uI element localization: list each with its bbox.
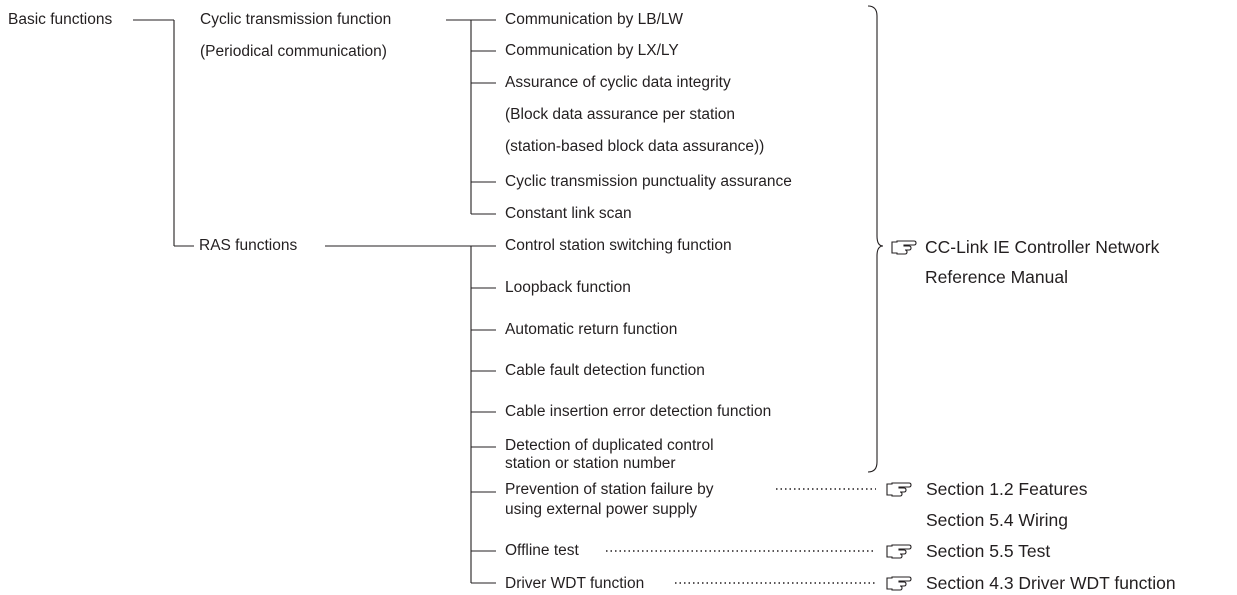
tree-node: Assurance of cyclic data integrity <box>505 74 731 91</box>
tree-node: Control station switching function <box>505 237 732 254</box>
root-label: Basic functions <box>8 11 113 28</box>
tree-node-continuation: station or station number <box>505 455 676 472</box>
tree-node: Automatic return function <box>505 321 678 338</box>
pointing-hand-icon <box>891 240 917 255</box>
reference-features-link[interactable]: Section 1.2 Features <box>926 479 1088 499</box>
cyclic-sublabel: (Periodical communication) <box>200 43 387 60</box>
reference-wiring-link[interactable]: Section 5.4 Wiring <box>926 510 1069 530</box>
tree-node: Cable insertion error detection function <box>505 403 772 420</box>
tree-node: Driver WDT function <box>505 575 645 592</box>
tree-node: Communication by LX/LY <box>505 42 679 59</box>
tree-node-note: (Block data assurance per station <box>505 106 736 123</box>
reference-manual-link-line2[interactable]: Reference Manual <box>925 267 1068 287</box>
pointing-hand-icon <box>886 576 912 591</box>
tree-node-note: (station-based block data assurance)) <box>505 138 765 155</box>
tree-node: Cable fault detection function <box>505 362 705 379</box>
tree-node: Prevention of station failure by <box>505 481 714 498</box>
reference-brace <box>867 5 884 473</box>
ras-label: RAS functions <box>199 237 298 254</box>
tree-node-continuation: using external power supply <box>505 501 698 518</box>
tree-node: Communication by LB/LW <box>505 11 684 28</box>
pointing-hand-icon <box>886 544 912 559</box>
tree-node: Cyclic transmission punctuality assuranc… <box>505 173 792 190</box>
reference-wdt-link[interactable]: Section 4.3 Driver WDT function <box>926 573 1176 593</box>
reference-test-link[interactable]: Section 5.5 Test <box>926 541 1051 561</box>
reference-manual-link[interactable]: CC-Link IE Controller Network <box>925 237 1160 257</box>
cyclic-label: Cyclic transmission function <box>200 11 392 28</box>
tree-node: Offline test <box>505 542 579 559</box>
tree-node: Loopback function <box>505 279 631 296</box>
tree-node: Detection of duplicated control <box>505 437 714 454</box>
pointing-hand-icon <box>886 482 912 497</box>
tree-node: Constant link scan <box>505 205 632 222</box>
